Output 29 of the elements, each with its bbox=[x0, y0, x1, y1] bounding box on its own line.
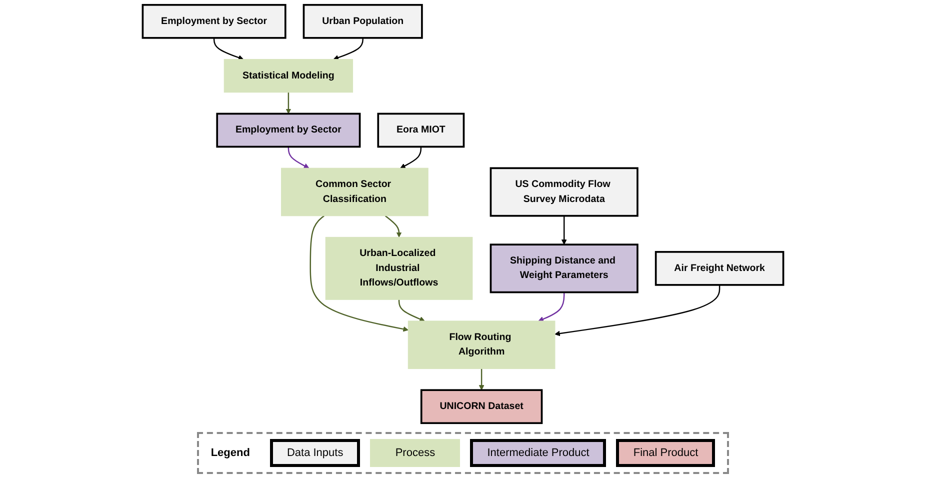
node-box: Flow Routing Algorithm bbox=[408, 320, 556, 369]
node-box: Employment by Sector bbox=[216, 112, 361, 148]
node-box: Employment by Sector bbox=[142, 4, 286, 39]
legend-swatch: Intermediate Product bbox=[470, 439, 606, 467]
node-box: Eora MIOT bbox=[377, 112, 465, 148]
node-box: UNICORN Dataset bbox=[420, 389, 543, 424]
arrow bbox=[398, 300, 425, 322]
arrow bbox=[333, 38, 364, 60]
node-box: Statistical Modeling bbox=[224, 59, 354, 93]
arrow bbox=[286, 92, 292, 114]
arrow bbox=[478, 368, 484, 390]
arrow bbox=[554, 284, 720, 336]
arrow bbox=[310, 215, 408, 332]
legend-swatch: Process bbox=[370, 439, 460, 467]
arrow bbox=[213, 38, 244, 60]
arrow bbox=[561, 216, 567, 245]
node-box: Common Sector Classification bbox=[281, 168, 428, 216]
arrow bbox=[400, 146, 422, 168]
legend-swatch: Data Inputs bbox=[270, 439, 360, 467]
arrow bbox=[288, 146, 310, 168]
legend-title: Legend bbox=[210, 447, 250, 459]
node-box: Air Freight Network bbox=[654, 251, 784, 286]
arrow bbox=[538, 292, 565, 322]
node-box: US Commodity Flow Survey Microdata bbox=[490, 167, 638, 217]
node-box: Shipping Distance and Weight Parameters bbox=[490, 244, 638, 294]
legend-swatch: Final Product bbox=[616, 439, 716, 467]
node-box: Urban-Localized Industrial Inflows/Outflows bbox=[325, 236, 473, 300]
node-box: Urban Population bbox=[302, 4, 423, 39]
arrow bbox=[384, 215, 402, 238]
